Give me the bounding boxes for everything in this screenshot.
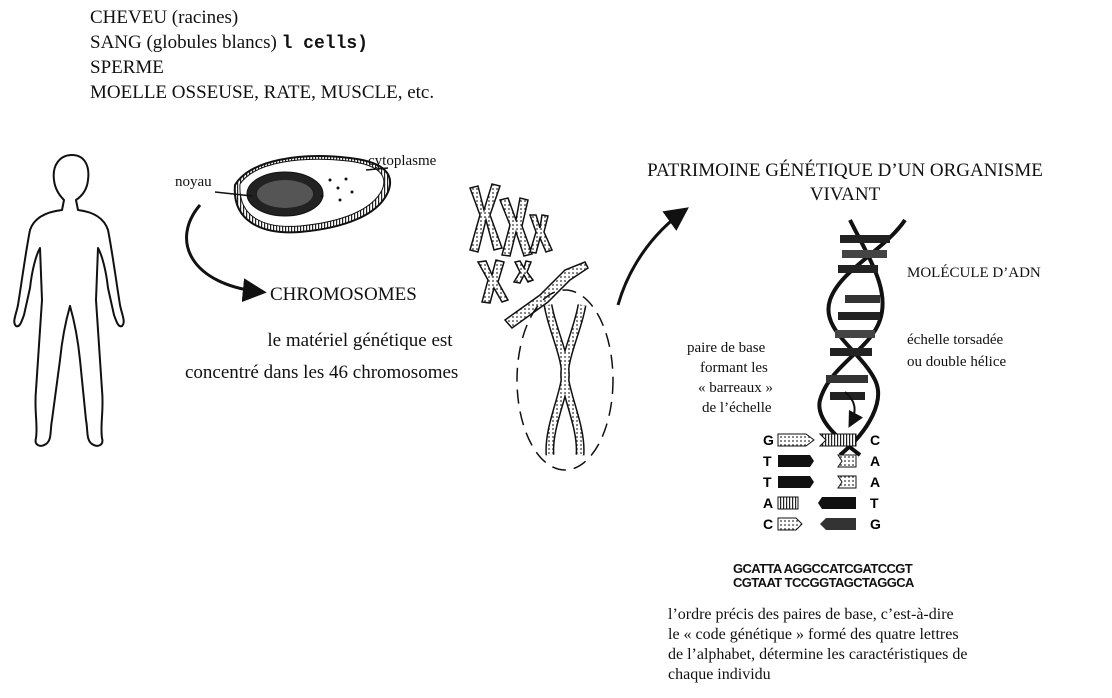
dna-molecule-label: MOLÉCULE D’ADN <box>907 265 1041 282</box>
base-left-1: T <box>763 453 772 469</box>
base-right-4: G <box>870 516 881 532</box>
chromosome-set <box>470 184 588 328</box>
base-pair-label-line4: de l’échelle <box>702 400 772 417</box>
helix-label-line1: échelle torsadée <box>907 332 1003 349</box>
base-right-1: A <box>870 453 880 469</box>
cytoplasm-label: cytoplasme <box>368 153 436 170</box>
arrow-to-patrimoine <box>618 210 685 305</box>
human-figure <box>14 155 123 446</box>
code-text-line2: le « code génétique » formé des quatre l… <box>668 625 959 644</box>
dna-strand-1: GCATTA AGGCCATCGATCCGT <box>733 561 912 576</box>
dna-helix <box>819 220 905 455</box>
base-left-0: G <box>763 432 774 448</box>
helix-label-line2: ou double hélice <box>907 354 1006 371</box>
chromosomes-desc-line1: le matériel génétique est <box>215 330 505 352</box>
chromosomes-title: CHROMOSOMES <box>270 284 417 306</box>
base-pair-label-line1: paire de base <box>687 340 765 357</box>
base-right-2: A <box>870 474 880 490</box>
magnified-chromosome <box>517 290 613 470</box>
chromosomes-desc-line2: concentré dans les 46 chromosomes <box>185 362 458 384</box>
base-left-4: C <box>763 516 773 532</box>
code-text-line1: l’ordre précis des paires de base, c’est… <box>668 605 954 624</box>
patrimoine-line2: VIVANT <box>580 184 1110 206</box>
cell-diagram <box>215 156 390 232</box>
base-pair-label-line3: « barreaux » <box>698 380 773 397</box>
code-text-line4: chaque individu <box>668 665 771 684</box>
base-right-3: T <box>870 495 879 511</box>
base-pair-ladder: G T T A C C A A T G <box>763 432 881 532</box>
code-text-line3: de l’alphabet, détermine les caractérist… <box>668 645 967 664</box>
base-left-2: T <box>763 474 772 490</box>
patrimoine-line1: PATRIMOINE GÉNÉTIQUE D’UN ORGANISME <box>580 160 1110 182</box>
base-left-3: A <box>763 495 773 511</box>
nucleus-label: noyau <box>175 174 212 191</box>
base-right-0: C <box>870 432 880 448</box>
base-pair-label-line2: formant les <box>700 360 768 377</box>
dna-strand-2: CGTAAT TCCGGTAGCTAGGCA <box>733 575 914 590</box>
